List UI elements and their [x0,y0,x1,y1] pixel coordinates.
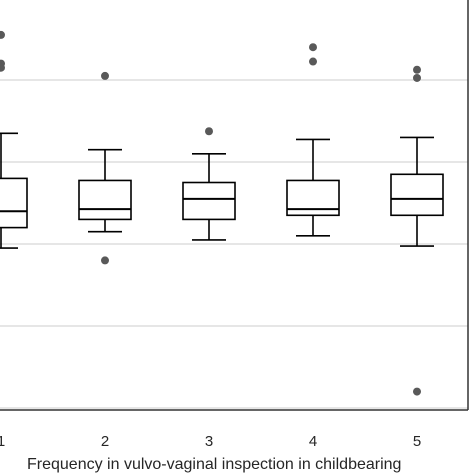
x-tick-label: 1 [0,433,5,450]
box-iqr [182,181,236,221]
box-group [286,43,340,237]
boxes [0,30,444,396]
outlier-point [101,71,109,80]
x-tick-label: 4 [309,433,317,450]
x-tick-label: 2 [101,433,109,450]
outlier-point [0,30,5,39]
x-tick-label: 5 [413,433,421,450]
outlier-point [309,57,317,66]
outlier-point [413,65,421,74]
box-group [0,30,28,249]
box-iqr [78,179,132,221]
outlier-point [205,127,213,136]
box-group [78,71,132,265]
box-group [390,65,444,396]
grid-lines [0,79,468,409]
x-tick-labels: 1 2 3 4 5 [0,433,421,450]
outlier-point [413,387,421,396]
outlier-point [0,63,5,72]
x-tick-label: 3 [205,433,213,450]
x-axis-label: Frequency in vulvo-vaginal inspection in… [27,456,401,473]
outlier-point [413,73,421,82]
box-iqr [0,177,28,229]
outlier-point [309,43,317,52]
outlier-point [101,256,109,265]
box-iqr [390,173,444,217]
box-group [182,127,236,241]
